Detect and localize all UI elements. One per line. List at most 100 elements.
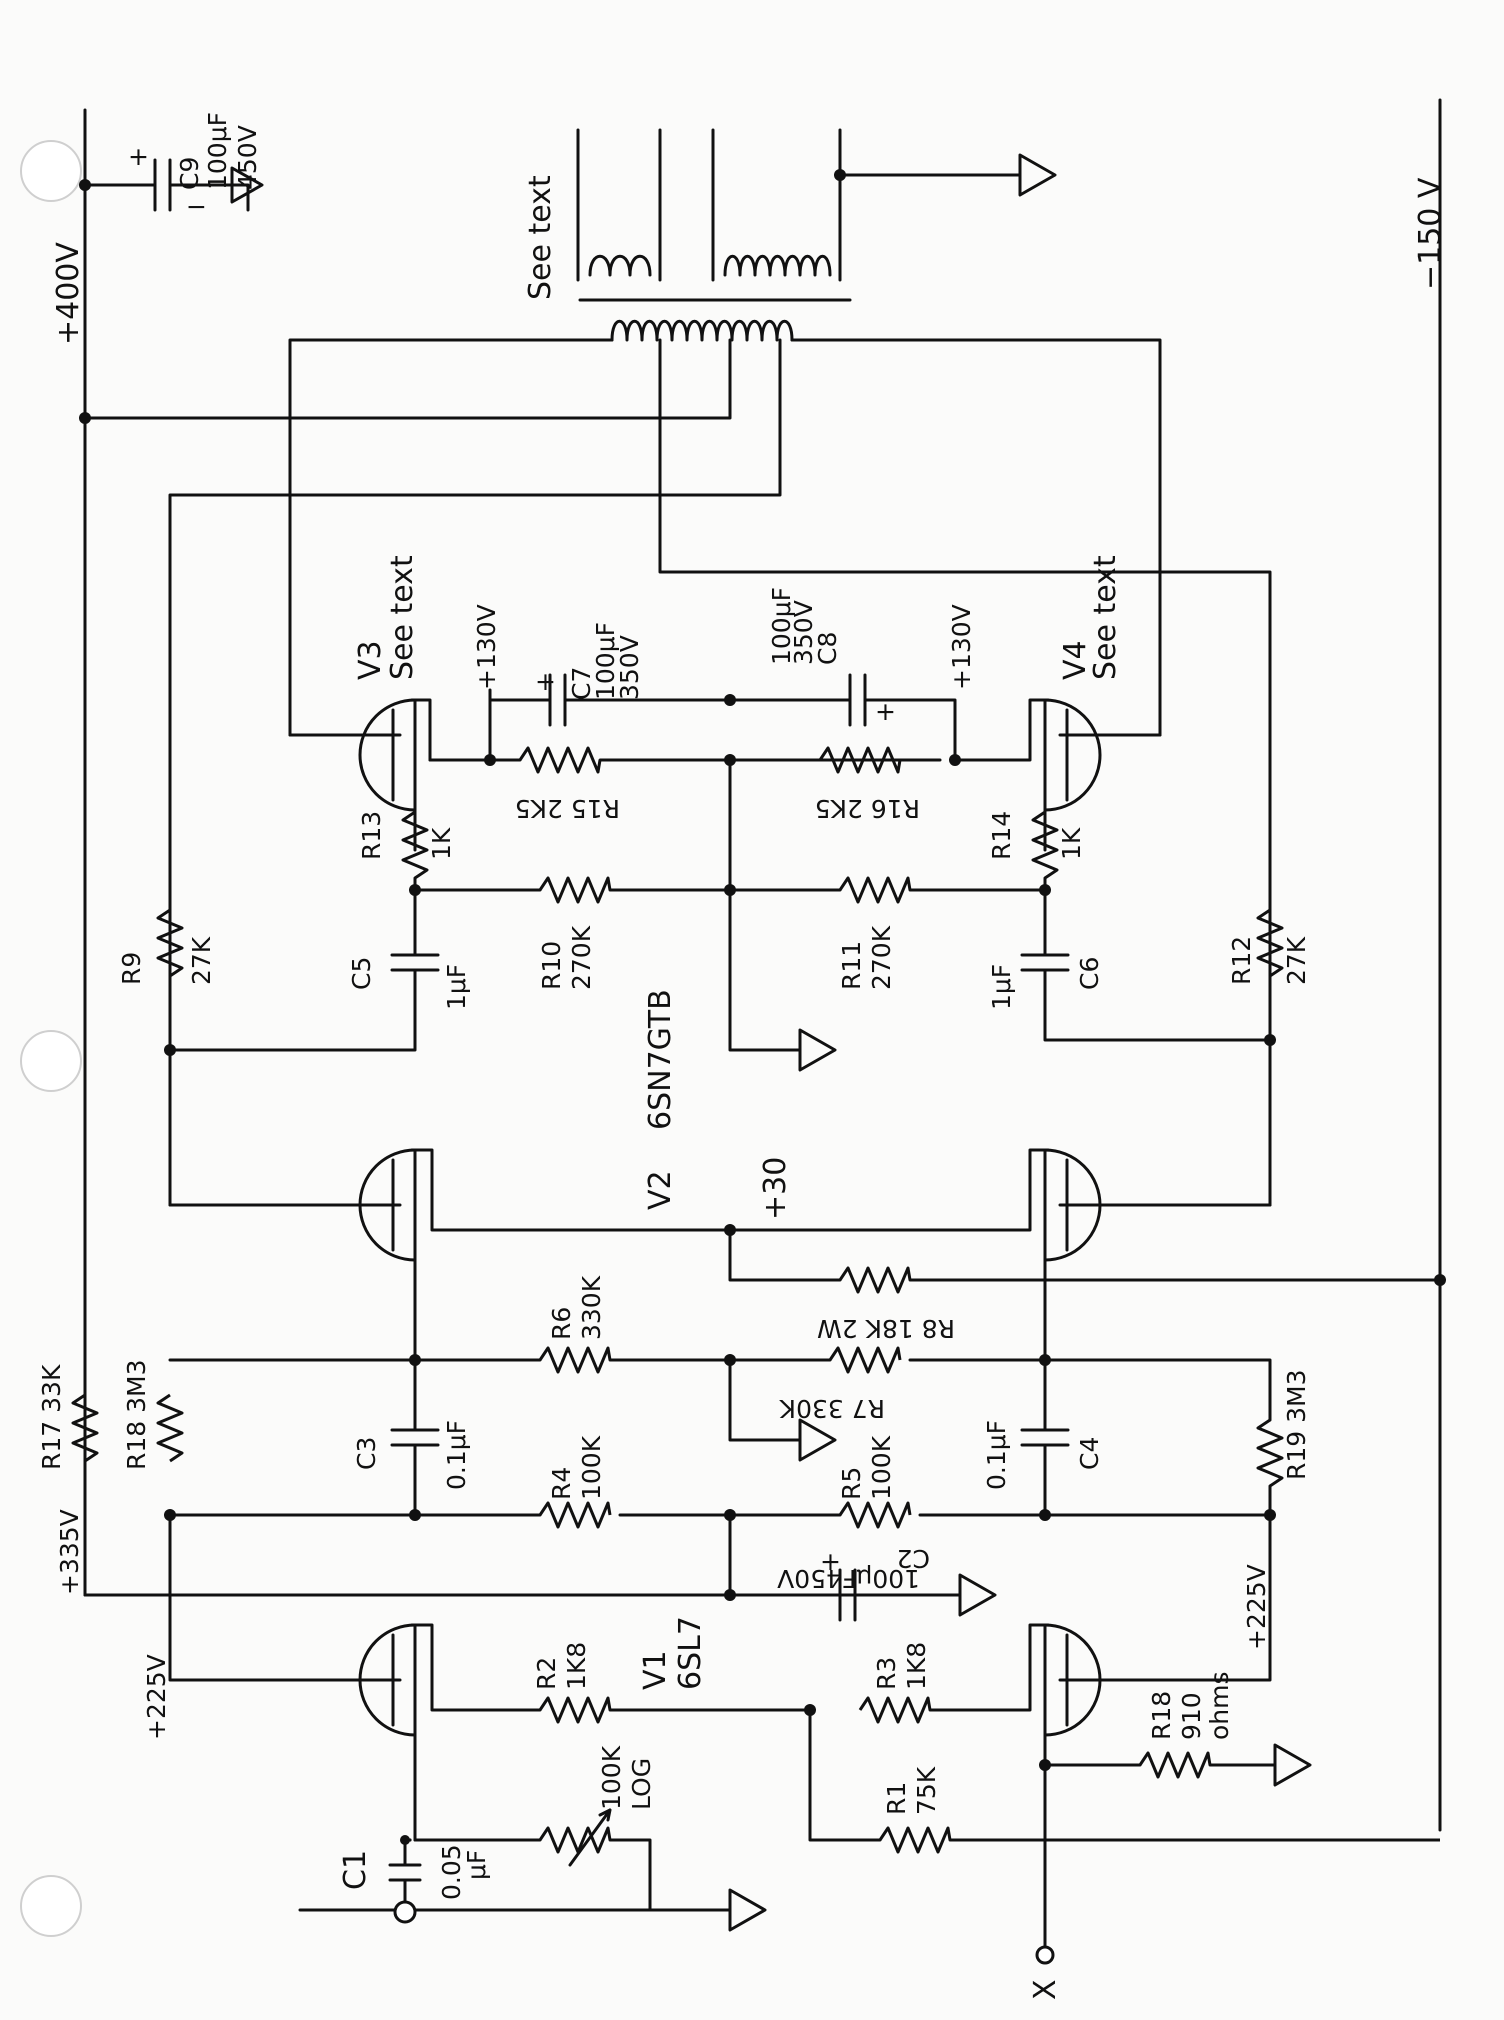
- r2-resistor: [538, 1696, 810, 1724]
- primary-coil: [610, 319, 794, 342]
- r18a-label: R18 3M3: [122, 1359, 151, 1470]
- c2-label: C2: [897, 1544, 930, 1573]
- r11-label: R11: [837, 941, 866, 990]
- r9-resistor: [156, 908, 184, 978]
- ground-symbol: [958, 1573, 997, 1617]
- r10-resistor: [538, 876, 620, 904]
- r1-resistor: [878, 1826, 1440, 1854]
- r2-label: R2: [532, 1657, 561, 1690]
- svg-text:+: +: [875, 697, 896, 726]
- plus30-label: +30: [758, 1157, 793, 1220]
- r16-label: R16 2K5: [815, 794, 920, 823]
- r5-value: 100K: [867, 1435, 896, 1500]
- r1-label: R1: [882, 1782, 911, 1815]
- ground-symbol: [230, 166, 264, 204]
- svg-text:+: +: [820, 1547, 841, 1576]
- c6-label: C6: [1075, 957, 1104, 990]
- v2-label: V2: [643, 1170, 678, 1210]
- r17-resistor: [71, 1393, 99, 1463]
- plus225-left-label: +225V: [142, 1654, 171, 1740]
- c8-label: C8: [813, 632, 842, 665]
- r3-resistor: [858, 1696, 940, 1724]
- r19-label: R19 3M3: [1282, 1369, 1311, 1480]
- r9-value: 27K: [187, 936, 216, 985]
- r15-label: R15 2K5: [515, 794, 620, 823]
- v3-bias: +130V: [472, 604, 501, 690]
- r13-value: 1K: [427, 827, 456, 860]
- c6-value: 1μF: [987, 964, 1016, 1010]
- v2-type: 6SN7GTB: [643, 989, 678, 1130]
- c3-value: 0.1μF: [442, 1420, 471, 1490]
- c4-value: 0.1μF: [982, 1420, 1011, 1490]
- v1-left-triode: [358, 1623, 417, 1737]
- v1-right-triode: [1043, 1623, 1102, 1737]
- plus225-right-label: +225V: [1242, 1564, 1271, 1650]
- v1-type: 6SL7: [673, 1616, 708, 1690]
- r4-label: R4: [547, 1467, 576, 1500]
- r6-resistor: [538, 1346, 620, 1374]
- svg-text:+: +: [128, 142, 149, 171]
- v3-label: V3: [353, 640, 388, 680]
- c1-unit: μF: [462, 1850, 491, 1880]
- c7-voltage: 350V: [615, 635, 644, 700]
- r9-label: R9: [117, 952, 146, 985]
- v4-bias: +130V: [947, 604, 976, 690]
- v3-tube: [358, 698, 417, 812]
- r18b-resistor: [1138, 1751, 1275, 1779]
- volume-potentiometer: [538, 1826, 652, 1910]
- v4-label: V4: [1058, 640, 1093, 680]
- c3-label: C3: [352, 1437, 381, 1470]
- svg-text:−: −: [186, 192, 207, 221]
- r16-resistor: [818, 746, 940, 774]
- r11-value: 270K: [867, 925, 896, 990]
- r13-label: R13: [357, 811, 386, 860]
- r10-value: 270K: [567, 925, 596, 990]
- r4-value: 100K: [577, 1435, 606, 1500]
- v4-tube: [1043, 698, 1102, 812]
- c5-value: 1μF: [442, 964, 471, 1010]
- x-input-label: X: [1028, 1979, 1063, 2000]
- r8-resistor: [838, 1266, 1440, 1294]
- ground-symbol: [798, 1028, 837, 1072]
- v3-note: See text: [385, 555, 420, 680]
- binder-hole: [20, 1030, 82, 1092]
- v1-label: V1: [638, 1650, 673, 1690]
- r14-label: R14: [987, 811, 1016, 860]
- r3-value: 1K8: [902, 1642, 931, 1690]
- c7-value: 100μF: [591, 622, 620, 700]
- r12-label: R12: [1227, 936, 1256, 985]
- ground-symbol: [1273, 1743, 1312, 1787]
- r7-resistor: [828, 1346, 902, 1374]
- r7-label: R7 330K: [779, 1394, 885, 1423]
- r2-value: 1K8: [562, 1642, 591, 1690]
- binder-hole: [20, 140, 82, 202]
- r18b-value: 910: [1177, 1692, 1206, 1740]
- c9-label: C9: [175, 157, 204, 190]
- pot-value: 100K: [597, 1745, 626, 1810]
- binder-hole: [20, 1875, 82, 1937]
- plus400-label: +400V: [51, 242, 86, 345]
- r6-value: 330K: [577, 1275, 606, 1340]
- c1-value: 0.05: [437, 1844, 466, 1900]
- c9-voltage: 450V: [233, 125, 262, 190]
- transformer-note: See text: [523, 175, 558, 300]
- r4-resistor: [538, 1501, 612, 1529]
- minus150-label: −150 V: [1413, 177, 1448, 290]
- r18b-unit: ohms: [1205, 1671, 1234, 1740]
- plus335-label: +335V: [55, 1509, 84, 1595]
- ground-symbol: [1018, 153, 1057, 197]
- r13-resistor: [401, 810, 429, 890]
- c8-voltage: 350V: [789, 600, 818, 665]
- r8-label: R8 18K 2W: [817, 1314, 955, 1343]
- r14-value: 1K: [1057, 827, 1086, 860]
- r18a-resistor: [156, 1393, 184, 1463]
- input-jack: [393, 1900, 417, 1924]
- pot-taper: LOG: [627, 1758, 656, 1810]
- r12-resistor: [1256, 908, 1284, 978]
- c8-value: 100μF: [767, 587, 796, 665]
- r12-value: 27K: [1282, 936, 1311, 985]
- c5-label: C5: [347, 957, 376, 990]
- r14-resistor: [1031, 810, 1059, 890]
- v4-note: See text: [1088, 555, 1123, 680]
